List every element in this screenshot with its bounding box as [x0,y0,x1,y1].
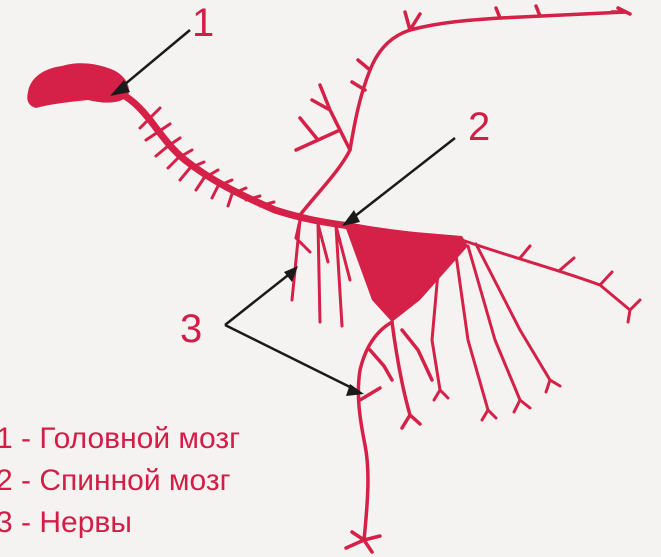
arrow-1 [118,30,190,90]
posterior-nerves-right [432,240,640,420]
label-1: 1 [192,1,214,45]
spinal-nerve-roots [140,108,274,206]
arrowhead-2 [342,210,360,226]
brain [27,63,129,108]
legend-item-nerves: 3 - Нервы [0,502,240,544]
legend: 1 - Головной мозг 2 - Спинной мозг 3 - Н… [0,418,240,544]
label-2: 2 [468,105,490,149]
posterior-nerves-left [292,220,350,326]
lumbar-plexus [345,226,468,322]
forelimb-nerve [296,6,630,215]
spinal-cord [125,96,450,240]
legend-item-spinal-cord: 2 - Спинной мозг [0,460,240,502]
legend-item-brain: 1 - Головной мозг [0,418,240,460]
arrow-3a [225,272,292,325]
label-3: 3 [180,307,202,351]
hindlimb-nerve [346,322,432,552]
arrow-2 [350,138,455,220]
arrow-3b [225,325,356,390]
